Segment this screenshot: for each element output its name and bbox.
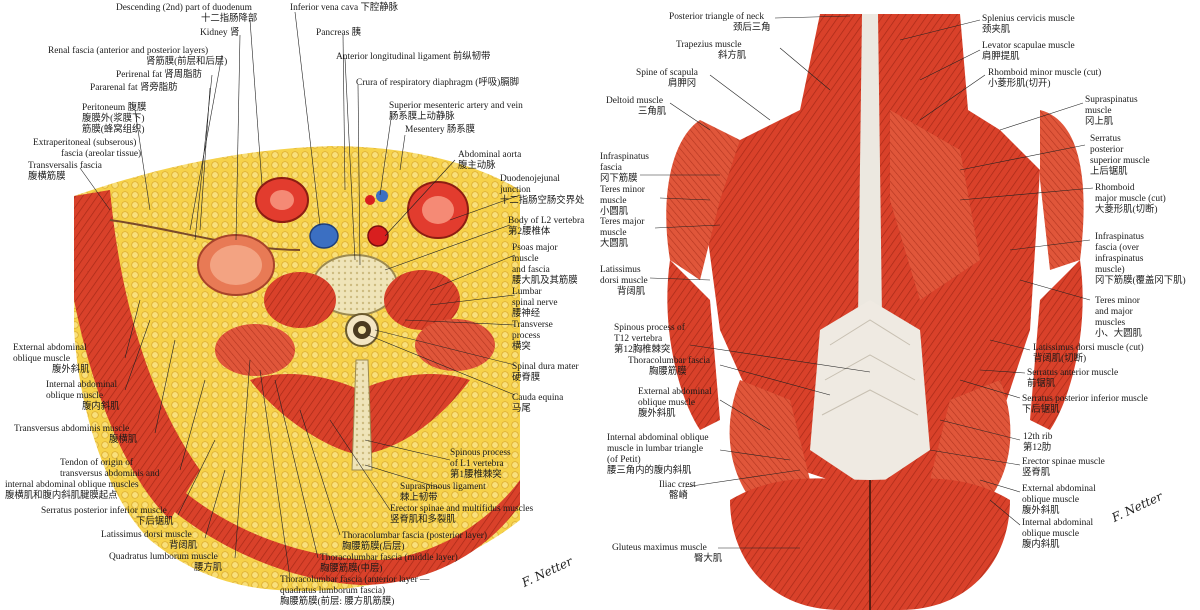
label-perirenal-fat: Perirenal fat 肾周脂肪	[116, 70, 202, 80]
label-infraspinatus-fascia-zh: 冈下筋膜	[600, 174, 638, 184]
label-infraspinatus-fascia-r-zh: 冈下筋膜(覆盖冈下肌)	[1095, 276, 1186, 286]
label-anterior-longitudinal-ligament: Anterior longitudinal ligament 前纵韧带	[336, 52, 491, 62]
label-tlf-anterior-zh: 胸腰筋膜(前层: 腰方肌筋膜)	[280, 597, 395, 607]
cross-section-figure	[74, 146, 520, 591]
label-external-oblique-zh: 腹外斜肌	[52, 365, 90, 375]
label-ivc: Inferior vena cava 下腔静脉	[290, 3, 399, 13]
label-peritoneum: Peritoneum 腹膜	[82, 103, 147, 113]
label-l1-spinous-zh: 第1腰椎棘突	[450, 470, 502, 480]
label-internal-oblique-zh: 腹内斜肌	[82, 402, 120, 412]
label-lumbar-nerve-zh: 腰神经	[512, 309, 541, 319]
label-external-oblique-r2-zh: 腹外斜肌	[1022, 506, 1060, 516]
label-extraperitoneal-fascia: Extraperitoneal (subserous)fascia (areol…	[33, 138, 142, 159]
label-latissimus-zh: 背阔肌	[617, 287, 646, 297]
label-duodenojejunal-zh: 十二指肠空肠交界处	[500, 196, 585, 206]
label-latissimus-cut: Latissimus dorsi muscle (cut)背阔肌(切断)	[1033, 343, 1144, 364]
label-crura-diaphragm: Crura of respiratory diaphragm (呼吸)膈脚	[356, 78, 519, 88]
label-extraperitoneal-zh: 腹膜外(浆膜下)筋膜(蜂窝组织)	[82, 114, 145, 135]
label-tlf-anterior: Thoracolumbar fascia (anterior layer —qu…	[280, 575, 430, 596]
label-supraspinatus-zh: 冈上肌	[1085, 117, 1114, 127]
label-internal-oblique-r2-zh: 腹内斜肌	[1022, 540, 1060, 550]
label-mesentery: Mesentery 肠系膜	[405, 125, 476, 135]
label-tlf-middle: Thoracolumbar fascia (middle layer)胸腰筋膜(…	[320, 553, 458, 574]
label-pararenal-fat: Pararenal fat 肾旁脂肪	[90, 83, 178, 93]
label-petit-triangle-2: (of Petit)腰三角内的腹内斜肌	[607, 455, 692, 476]
back-muscles-figure	[666, 14, 1084, 610]
label-renal-fascia: Renal fascia (anterior and posterior lay…	[48, 46, 228, 67]
label-teres-minor-zh: 小圆肌	[600, 207, 629, 217]
label-kidney: Kidney 肾	[200, 28, 240, 38]
label-teres-major-zh: 大圆肌	[600, 239, 629, 249]
label-rhomboid-major-zh: 大菱形肌(切断)	[1095, 205, 1158, 215]
leader-lines	[79, 11, 521, 579]
label-rhomboid-minor: Rhomboid minor muscle (cut)小菱形肌(切开)	[988, 68, 1102, 89]
leader-lines-right	[640, 15, 1094, 549]
label-tlf-posterior: Thoracolumbar fascia (posterior layer)胸腰…	[342, 531, 487, 552]
label-external-oblique-r-zh: 腹外斜肌	[638, 409, 676, 419]
label-transverse-process-zh: 横突	[512, 342, 531, 352]
label-pancreas: Pancreas 胰	[316, 28, 362, 38]
